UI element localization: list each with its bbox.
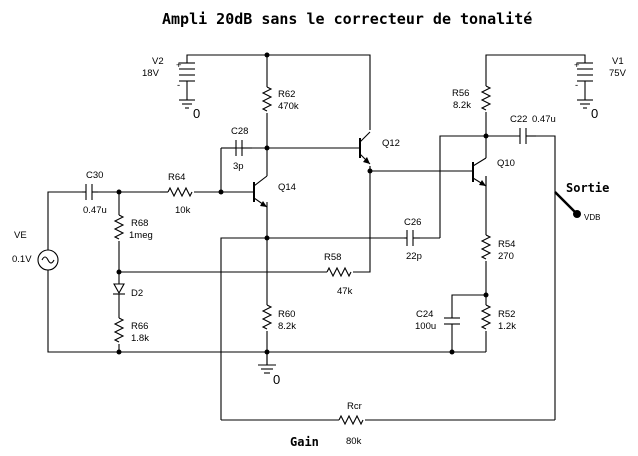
ve-label: VE (14, 230, 27, 241)
capacitor-c28: C28 3p (231, 126, 252, 172)
resistor-r62: R62 470k (262, 86, 299, 112)
resistor-r68: R68 1meg (114, 214, 153, 241)
r60-label: R60 (278, 309, 295, 320)
output-probe-label: VDB (584, 213, 600, 222)
c28-value: 3p (233, 161, 244, 172)
battery-v1: + - V1 75V 0 (574, 56, 627, 121)
v2-label: V2 (152, 56, 164, 67)
svg-text:-: - (575, 80, 578, 91)
diagram-title: Ampli 20dB sans le correcteur de tonalit… (162, 10, 532, 28)
resistor-rcr: Rcr 80k (338, 401, 364, 447)
ground-label: 0 (273, 372, 280, 387)
c24-value: 100u (415, 321, 436, 332)
ground-label: 0 (591, 106, 598, 121)
r68-value: 1meg (129, 230, 153, 241)
junctions (116, 52, 581, 355)
r66-label: R66 (131, 321, 148, 332)
resistor-r60: R60 8.2k (262, 304, 296, 332)
gain-label: Gain (290, 435, 319, 449)
d2-label: D2 (131, 288, 143, 299)
q14-label: Q14 (278, 182, 296, 193)
r62-value: 470k (278, 101, 299, 112)
r64-label: R64 (168, 172, 185, 183)
q12-label: Q12 (382, 138, 400, 149)
capacitor-c30: C30 0.47u (82, 170, 107, 216)
c30-value: 0.47u (83, 205, 107, 216)
resistor-r52: R52 1.2k (481, 304, 516, 332)
c28-label: C28 (231, 126, 248, 137)
v2-value: 18V (142, 68, 160, 79)
r66-value: 1.8k (131, 333, 149, 344)
r56-label: R56 (452, 88, 469, 99)
capacitor-c24: C24 100u (415, 309, 460, 332)
r64-value: 10k (175, 205, 191, 216)
r54-value: 270 (498, 251, 514, 262)
transistor-q12: Q12 (359, 131, 400, 165)
output-label: Sortie (566, 181, 609, 195)
c26-label: C26 (404, 217, 421, 228)
ground-symbol: 0 (258, 352, 280, 387)
resistor-r66: R66 1.8k (114, 317, 149, 344)
diode-d2: D2 (113, 283, 143, 300)
wires (47, 54, 586, 421)
r56-value: 8.2k (453, 100, 471, 111)
svg-text:+: + (176, 60, 182, 71)
c22-value: 0.47u (532, 114, 556, 125)
capacitor-c26: C26 22p (404, 217, 422, 262)
resistor-r64: R64 10k (160, 172, 193, 216)
r54-label: R54 (498, 239, 515, 250)
source-ve: VE 0.1V (12, 230, 59, 271)
transistor-q14: Q14 (253, 148, 296, 208)
r60-value: 8.2k (278, 321, 296, 332)
resistor-r54: R54 270 (481, 234, 515, 262)
c24-label: C24 (416, 309, 433, 320)
r52-value: 1.2k (498, 321, 516, 332)
rcr-label: Rcr (347, 401, 362, 412)
r62-label: R62 (278, 89, 295, 100)
battery-v2: + - V2 18V 0 (142, 56, 200, 121)
q10-label: Q10 (497, 158, 515, 169)
capacitor-c22: C22 0.47u (510, 114, 556, 144)
svg-text:-: - (177, 80, 180, 91)
transistor-q10: Q10 (472, 157, 515, 187)
c22-label: C22 (510, 114, 527, 125)
v1-label: V1 (612, 56, 624, 67)
v1-value: 75V (609, 68, 627, 79)
c30-label: C30 (86, 170, 103, 181)
r68-label: R68 (131, 218, 148, 229)
resistor-r58: R58 47k (324, 252, 353, 297)
r58-label: R58 (324, 252, 341, 263)
ground-label: 0 (193, 106, 200, 121)
rcr-value: 80k (346, 436, 362, 447)
c26-value: 22p (406, 251, 422, 262)
r52-label: R52 (498, 309, 515, 320)
ve-value: 0.1V (12, 254, 32, 265)
resistor-r56: R56 8.2k (452, 85, 491, 111)
svg-text:+: + (574, 60, 580, 71)
r58-value: 47k (337, 286, 353, 297)
